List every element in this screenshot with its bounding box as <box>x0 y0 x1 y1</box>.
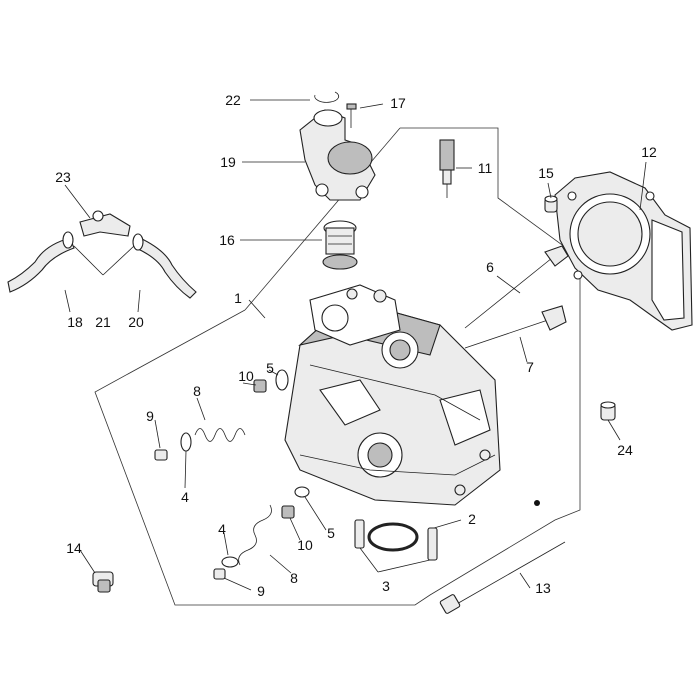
o-ring[interactable] <box>367 522 419 552</box>
callout-5a: 5 <box>266 360 274 376</box>
callout-13: 13 <box>535 580 551 596</box>
plug-screw[interactable] <box>92 571 114 593</box>
head-gasket[interactable] <box>554 171 693 331</box>
dowel-pin-15[interactable] <box>544 195 558 213</box>
callout-9a: 9 <box>146 408 154 424</box>
assembly-frame <box>94 127 581 606</box>
intake-valve[interactable] <box>464 305 567 349</box>
temperature-sensor[interactable] <box>439 139 455 198</box>
callout-20: 20 <box>128 314 144 330</box>
callout-9b: 9 <box>257 583 265 599</box>
leader-lines <box>64 99 647 591</box>
callout-labels: 1 2 3 4 4 5 5 6 7 8 8 9 9 10 10 11 12 13… <box>55 92 657 599</box>
stud-bolt[interactable] <box>439 541 566 614</box>
hose-fitting[interactable] <box>79 210 131 237</box>
callout-3: 3 <box>382 578 390 594</box>
callout-4a: 4 <box>181 489 189 505</box>
callout-15: 15 <box>538 165 554 181</box>
valve-retainer-upper[interactable] <box>154 449 168 461</box>
callout-7: 7 <box>526 359 534 375</box>
valve-retainer-lower[interactable] <box>213 568 226 580</box>
valve-seal-lower[interactable] <box>281 505 295 519</box>
screw[interactable] <box>346 103 357 128</box>
callout-11: 11 <box>478 160 493 176</box>
callout-17: 17 <box>390 95 406 111</box>
valve-seal-upper[interactable] <box>253 379 267 393</box>
callout-4b: 4 <box>218 521 226 537</box>
callout-2: 2 <box>468 511 476 527</box>
hose-clamps[interactable] <box>62 231 144 251</box>
callout-10b: 10 <box>297 537 313 553</box>
callout-19: 19 <box>220 154 236 170</box>
spring-seat-lower[interactable] <box>294 486 310 498</box>
circlip[interactable] <box>314 91 340 103</box>
callout-21: 21 <box>95 314 111 330</box>
thermostat[interactable] <box>322 220 358 270</box>
callout-22: 22 <box>225 92 241 108</box>
cylinder-head[interactable] <box>284 284 501 506</box>
dowel-pins[interactable] <box>354 519 438 561</box>
spring-cap-upper[interactable] <box>180 432 192 452</box>
spring-cap-lower[interactable] <box>221 556 239 568</box>
callout-24: 24 <box>617 442 633 458</box>
callout-14: 14 <box>66 540 82 556</box>
spring-seat-upper[interactable] <box>275 369 289 391</box>
hose-left[interactable] <box>7 237 75 293</box>
callout-16: 16 <box>219 232 235 248</box>
callout-1: 1 <box>234 290 242 306</box>
reference-dot <box>534 500 540 506</box>
valve-spring-lower[interactable] <box>238 504 272 566</box>
callout-6: 6 <box>486 259 494 275</box>
callout-8a: 8 <box>193 383 201 399</box>
callout-23: 23 <box>55 169 71 185</box>
callout-12: 12 <box>641 144 657 160</box>
callout-10a: 10 <box>238 368 254 384</box>
callout-8b: 8 <box>290 570 298 586</box>
thermostat-housing[interactable] <box>299 109 376 201</box>
hose-right[interactable] <box>135 237 197 299</box>
valve-spring-upper[interactable] <box>194 428 246 442</box>
callout-18: 18 <box>67 314 83 330</box>
callout-5b: 5 <box>327 525 335 541</box>
dowel-pin-24[interactable] <box>600 401 616 421</box>
